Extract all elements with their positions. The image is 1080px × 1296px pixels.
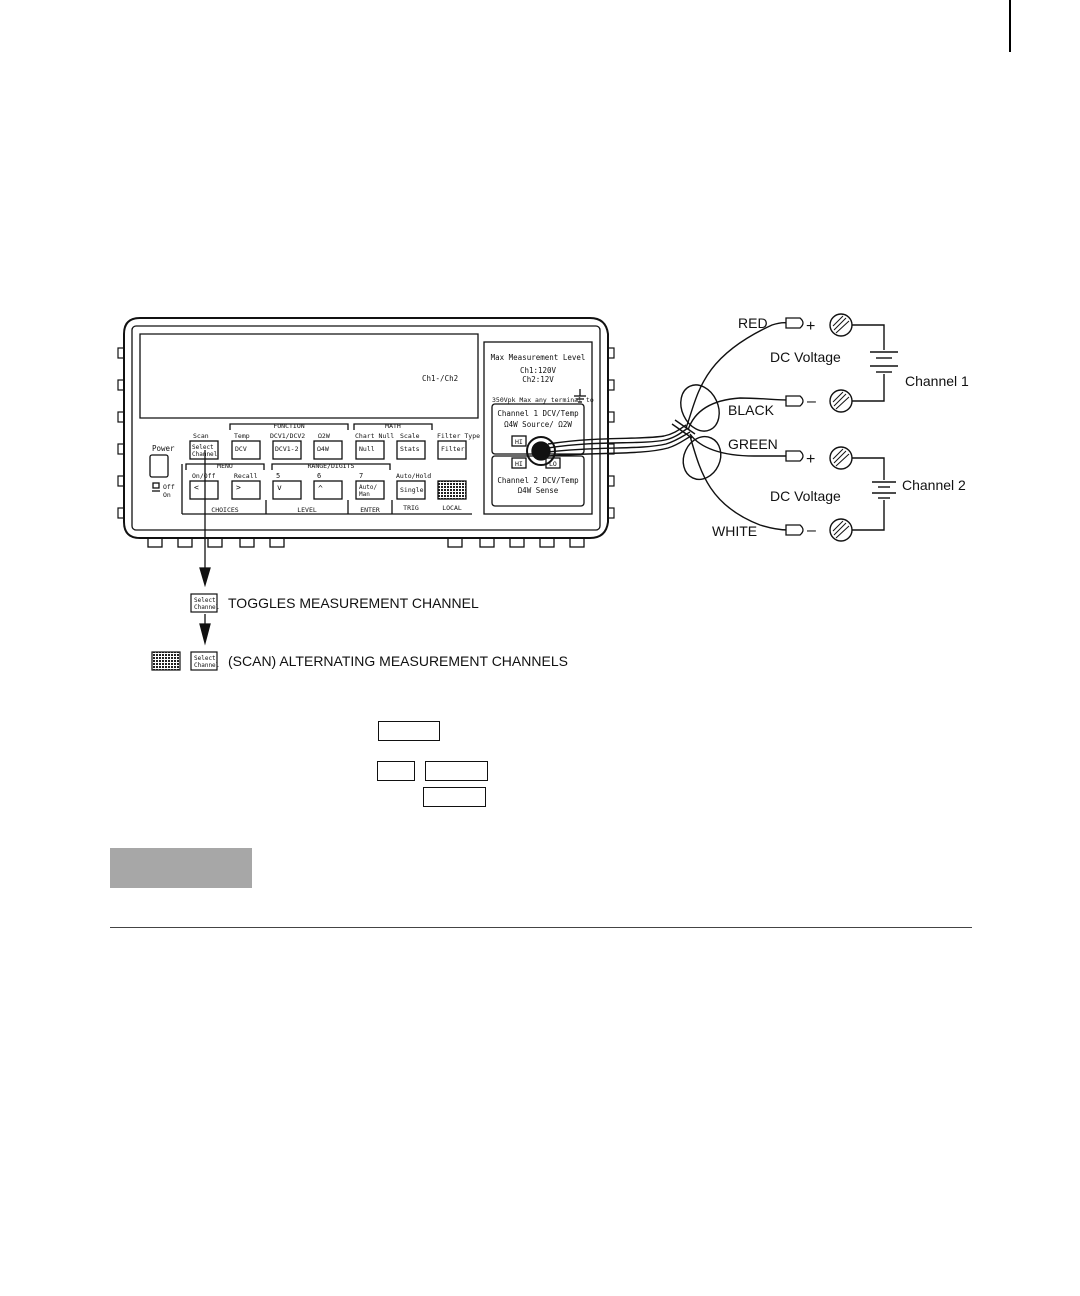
null-key-label: Null xyxy=(359,445,375,453)
range-group-label: RANGE/DIGITS xyxy=(308,462,355,470)
scan-alternating-text: (SCAN) ALTERNATING MEASUREMENT CHANNELS xyxy=(228,653,568,669)
choices-label: CHOICES xyxy=(211,506,238,514)
key-symbol-box-4 xyxy=(423,787,486,807)
channel2-label: Channel 2 xyxy=(902,477,966,493)
seven-shift-label: 7 xyxy=(359,472,363,480)
note-tab xyxy=(110,848,252,888)
auto-key-line2: Man xyxy=(359,491,370,498)
ch1-minus-sign: – xyxy=(807,393,816,410)
ch2-plus-sign: + xyxy=(806,451,815,468)
select-channel-arrow xyxy=(199,450,211,646)
chart-null-shift-label: Chart Null xyxy=(355,432,394,440)
single-key-label: Single xyxy=(400,486,424,494)
filter-key-label: Filter xyxy=(441,445,465,453)
ch2-terminal-label: Channel 2 DCV/Temp xyxy=(497,476,579,485)
black-lead-label: BLACK xyxy=(728,402,775,418)
binding-posts xyxy=(829,313,853,542)
trig-label: TRIG xyxy=(403,504,419,512)
function-group-label: FUNCTION xyxy=(273,422,304,430)
ch2-max-level: Ch2:12V xyxy=(522,375,554,384)
legend-key1-line2: Channel xyxy=(194,604,220,611)
ch2-hi-label: HI xyxy=(515,460,523,468)
menu-group-label: MENU xyxy=(217,462,233,470)
power-label: Power xyxy=(152,444,175,453)
local-label: LOCAL xyxy=(442,504,462,512)
onoff-shift-label: On/Off xyxy=(192,472,216,480)
page-edge-rule xyxy=(1009,0,1011,52)
toggle-measurement-text: TOGGLES MEASUREMENT CHANNEL xyxy=(228,595,479,611)
left-key-label: < xyxy=(194,483,199,492)
select-key-line1: Select xyxy=(192,444,214,451)
page-divider xyxy=(110,927,972,928)
vpk-note: 350Vpk Max any terminal to xyxy=(492,396,594,404)
temp-shift-label: Temp xyxy=(234,432,250,440)
scan-shift-label: Scan xyxy=(193,432,209,440)
autohold-shift-label: Auto/Hold xyxy=(396,472,431,480)
dc-sources xyxy=(852,324,898,531)
dc-voltage-1-label: DC Voltage xyxy=(770,349,841,365)
level-label: LEVEL xyxy=(297,506,317,514)
ohm4-key-label: Ω4W xyxy=(317,445,329,453)
up-key-label: ^ xyxy=(318,484,323,493)
five-shift-label: 5 xyxy=(276,472,280,480)
dcv12-shift-label: DCV1/DCV2 xyxy=(270,432,305,440)
display-readout: Ch1-/Ch2 xyxy=(422,374,458,383)
dcv12-key-label: DCV1-2 xyxy=(275,445,299,453)
down-key-label: v xyxy=(277,483,282,492)
key-symbol-box-2 xyxy=(377,761,415,781)
legend-select-key-2: Select Channel xyxy=(190,651,220,671)
dcv-key-label: DCV xyxy=(235,445,247,453)
recall-shift-label: Recall xyxy=(234,472,258,480)
test-lead-cable xyxy=(547,321,789,531)
scale-shift-label: Scale xyxy=(400,432,420,440)
ch1-plus-sign: + xyxy=(806,318,815,335)
multimeter-front-panel xyxy=(117,317,615,548)
max-measurement-label: Max Measurement Level xyxy=(491,353,586,362)
right-key-label: > xyxy=(236,483,241,492)
green-lead-label: GREEN xyxy=(728,436,778,452)
off-label: Off xyxy=(163,483,175,491)
ch2-minus-sign: – xyxy=(807,522,816,539)
legend-key1-line1: Select xyxy=(194,597,216,604)
filter-type-shift-label: Filter Type xyxy=(437,432,480,440)
ch1-terminal-label: Channel 1 DCV/Temp xyxy=(497,409,579,418)
stats-key-label: Stats xyxy=(400,445,420,453)
legend-select-key-1: Select Channel xyxy=(190,593,220,613)
auto-key-line1: Auto/ xyxy=(359,484,377,491)
ch1-sense-label: Ω4W Source/ Ω2W xyxy=(504,420,572,429)
dc-voltage-2-label: DC Voltage xyxy=(770,488,841,504)
ch2-lo-label: LO xyxy=(549,460,557,468)
legend-shift-key xyxy=(151,651,181,671)
channel1-label: Channel 1 xyxy=(905,373,969,389)
white-lead-label: WHITE xyxy=(712,523,757,539)
math-group-label: MATH xyxy=(385,422,401,430)
ch2-sense-label: Ω4W Sense xyxy=(518,486,559,495)
six-shift-label: 6 xyxy=(317,472,321,480)
key-symbol-box-1 xyxy=(378,721,440,741)
ch1-max-level: Ch1:120V xyxy=(520,366,557,375)
enter-label: ENTER xyxy=(360,506,380,514)
key-symbol-box-3 xyxy=(425,761,488,781)
legend-key2-line2: Channel xyxy=(194,662,220,669)
red-lead-label: RED xyxy=(738,315,768,331)
spade-lugs xyxy=(785,317,804,536)
ohm2-shift-label: Ω2W xyxy=(318,432,330,440)
on-label: On xyxy=(163,491,171,499)
legend-key2-line1: Select xyxy=(194,655,216,662)
ch1-hi-label: HI xyxy=(515,438,523,446)
